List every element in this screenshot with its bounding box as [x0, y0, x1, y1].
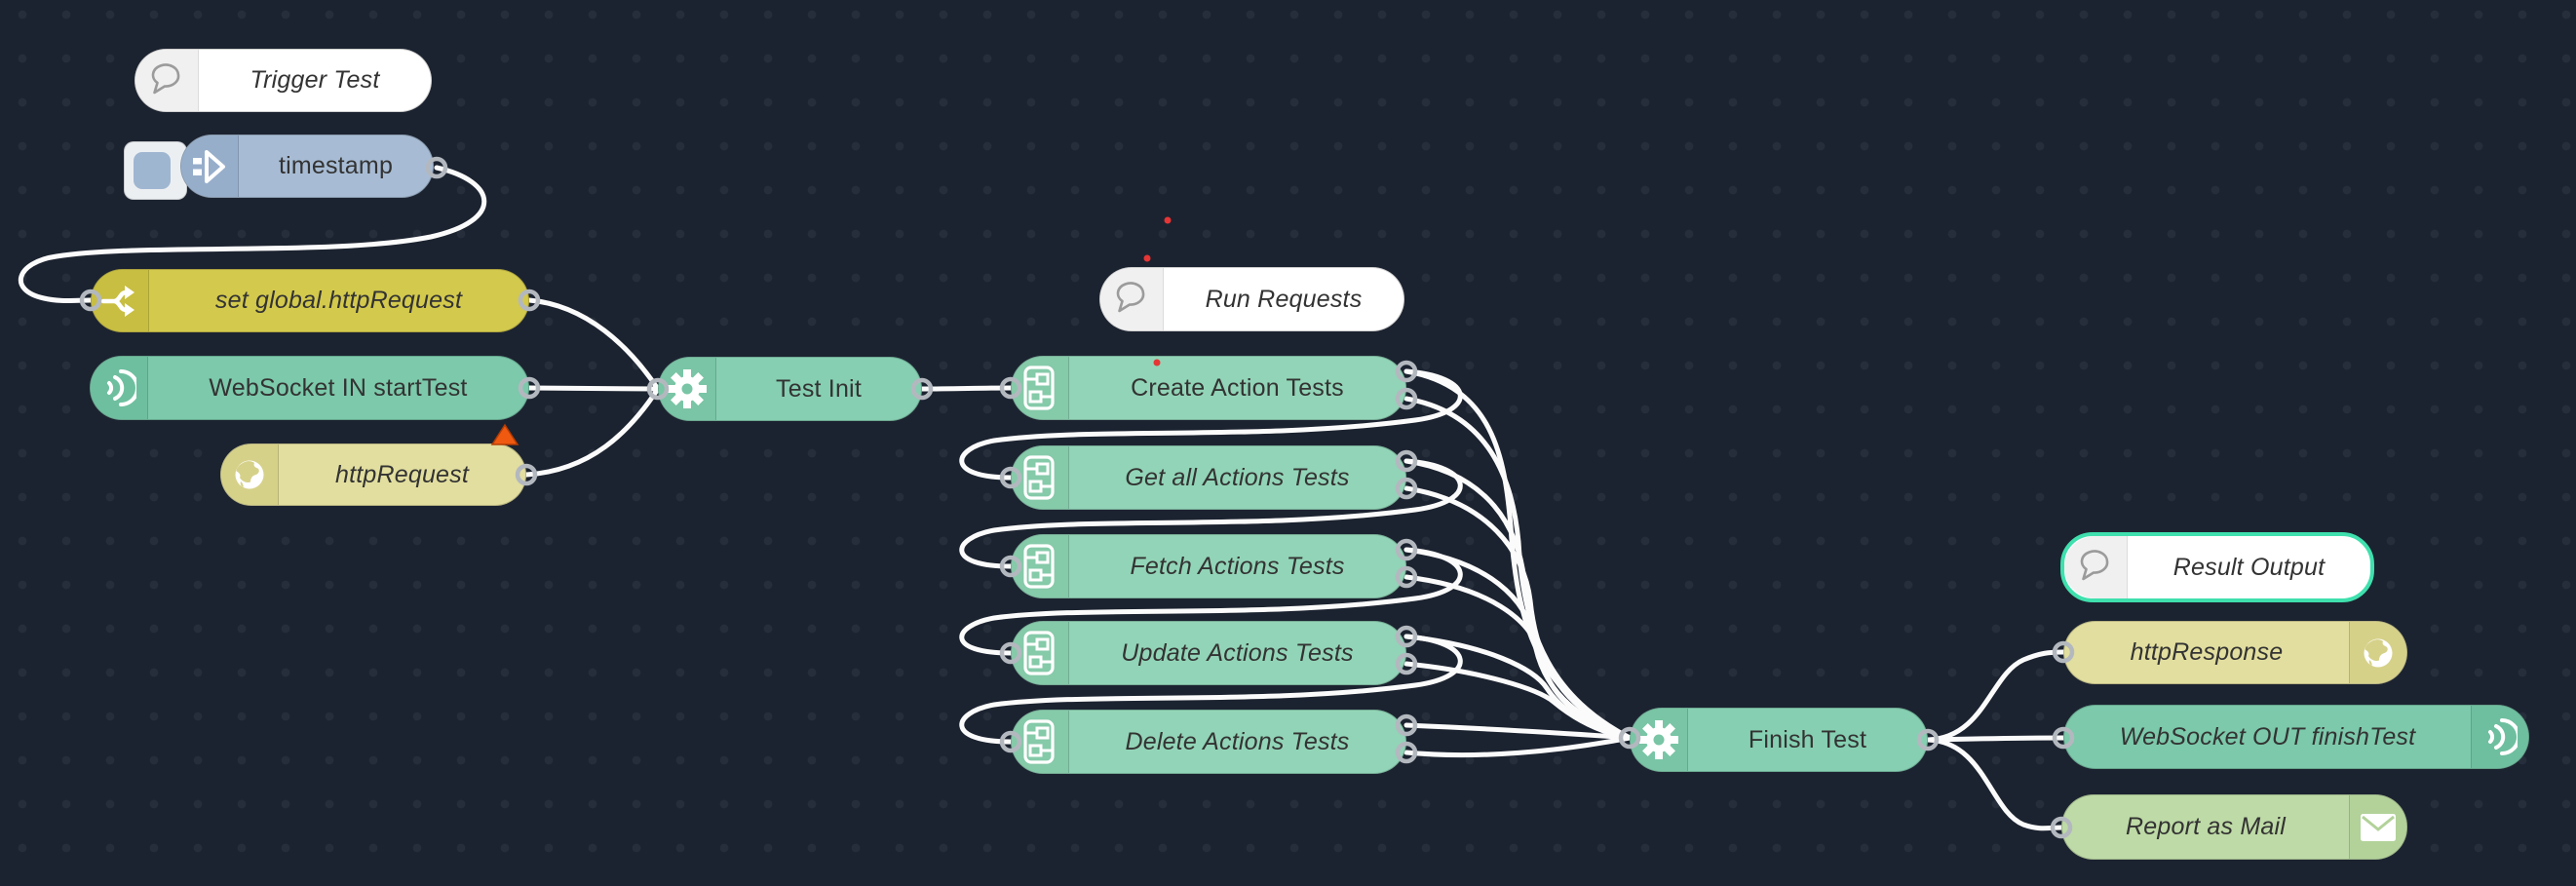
error-dot	[1164, 216, 1172, 224]
wire[interactable]	[1403, 735, 1633, 758]
node-result-output-comment[interactable]: Result Output	[2060, 532, 2374, 602]
wire[interactable]	[959, 547, 1463, 656]
node-label: set global.httpRequest	[214, 287, 463, 314]
input-port[interactable]	[1618, 726, 1641, 750]
wire[interactable]	[526, 297, 661, 392]
node-label: Get all Actions Tests	[1125, 463, 1350, 491]
node-label: WebSocket OUT finishTest	[2119, 722, 2416, 751]
node-websocket-in-starttest[interactable]: WebSocket IN startTest	[90, 356, 529, 420]
node-label: Create Action Tests	[1131, 373, 1344, 402]
wire[interactable]	[959, 368, 1463, 481]
input-port[interactable]	[2052, 726, 2075, 750]
speech-bubble-icon	[1100, 268, 1164, 330]
inject-arrow-icon	[181, 135, 239, 197]
node-report-as-mail[interactable]: Report as Mail	[2061, 794, 2407, 860]
output-port[interactable]	[1395, 713, 1418, 737]
wire[interactable]	[919, 385, 1014, 392]
wire[interactable]	[523, 386, 661, 478]
node-update-actions-tests[interactable]: Update Actions Tests	[1011, 621, 1406, 685]
sound-waves-icon	[91, 357, 148, 419]
input-port[interactable]	[999, 730, 1022, 753]
input-port[interactable]	[2050, 816, 2073, 839]
inject-button[interactable]	[124, 141, 187, 200]
input-port[interactable]	[79, 289, 102, 312]
node-run-requests-comment[interactable]: Run Requests	[1099, 267, 1404, 331]
node-label: Delete Actions Tests	[1125, 727, 1350, 755]
wire[interactable]	[959, 458, 1463, 569]
node-label: Result Output	[2172, 553, 2326, 581]
wire[interactable]	[18, 165, 487, 303]
output-port[interactable]	[518, 376, 541, 400]
node-label: httpResponse	[2130, 638, 2284, 666]
speech-bubble-icon	[135, 50, 199, 111]
node-label: Fetch Actions Tests	[1130, 552, 1345, 580]
error-dot	[1143, 254, 1151, 262]
wire[interactable]	[1925, 735, 2066, 743]
inject-button-square	[133, 152, 171, 189]
wire[interactable]	[1403, 485, 1633, 741]
output-port[interactable]	[518, 289, 541, 312]
input-port[interactable]	[2052, 640, 2075, 664]
output-port[interactable]	[1916, 728, 1940, 751]
wire[interactable]	[526, 385, 661, 392]
input-port[interactable]	[999, 376, 1022, 400]
node-set-global-httprequest[interactable]: set global.httpRequest	[91, 269, 529, 332]
node-get-all-actions-tests[interactable]: Get all Actions Tests	[1011, 445, 1406, 510]
input-port[interactable]	[646, 377, 670, 401]
output-port[interactable]	[515, 463, 538, 486]
output-port[interactable]	[1395, 449, 1418, 473]
node-trigger-test-comment[interactable]: Trigger Test	[135, 49, 432, 112]
wire[interactable]	[1403, 722, 1633, 741]
envelope-icon	[2349, 795, 2406, 859]
node-fetch-actions-tests[interactable]: Fetch Actions Tests	[1011, 534, 1406, 598]
node-label: WebSocket IN startTest	[209, 373, 468, 402]
input-port[interactable]	[999, 466, 1022, 489]
output-port[interactable]	[1395, 360, 1418, 383]
node-label: timestamp	[278, 152, 394, 179]
output-port[interactable]	[1395, 538, 1418, 561]
node-label: Test Init	[776, 374, 862, 403]
output-port[interactable]	[1395, 625, 1418, 648]
wire[interactable]	[1925, 737, 2064, 831]
node-label: Run Requests	[1205, 285, 1363, 313]
node-label: Finish Test	[1748, 725, 1867, 753]
node-label: httpRequest	[334, 460, 469, 488]
output-port[interactable]	[1395, 477, 1418, 500]
input-port[interactable]	[999, 555, 1022, 578]
node-label: Trigger Test	[250, 66, 380, 94]
wire[interactable]	[1403, 661, 1633, 741]
node-http-request[interactable]: httpRequest	[220, 443, 526, 506]
input-port[interactable]	[999, 641, 1022, 665]
output-port[interactable]	[1395, 565, 1418, 589]
node-delete-actions-tests[interactable]: Delete Actions Tests	[1011, 710, 1406, 774]
wire[interactable]	[1925, 649, 2066, 743]
node-label: Report as Mail	[2126, 813, 2286, 840]
output-port[interactable]	[1395, 741, 1418, 764]
node-create-action-tests[interactable]: Create Action Tests	[1011, 356, 1406, 420]
node-finish-test[interactable]: Finish Test	[1630, 708, 1928, 772]
node-http-response[interactable]: httpResponse	[2063, 621, 2407, 684]
globe-icon	[2349, 622, 2406, 683]
sound-waves-icon	[2471, 706, 2528, 768]
fork-icon	[92, 270, 149, 331]
globe-icon	[221, 444, 279, 505]
node-timestamp-inject[interactable]: timestamp	[180, 135, 434, 198]
wire[interactable]	[959, 634, 1463, 745]
output-port[interactable]	[425, 156, 448, 179]
node-websocket-out-finishtest[interactable]: WebSocket OUT finishTest	[2063, 705, 2529, 769]
speech-bubble-icon	[2064, 536, 2128, 598]
wire[interactable]	[1403, 574, 1633, 741]
output-port[interactable]	[1395, 387, 1418, 410]
node-label: Update Actions Tests	[1121, 638, 1354, 667]
output-port[interactable]	[910, 377, 934, 401]
node-test-init[interactable]: Test Init	[658, 357, 922, 421]
output-port[interactable]	[1395, 652, 1418, 675]
warning-triangle-icon	[490, 423, 519, 445]
